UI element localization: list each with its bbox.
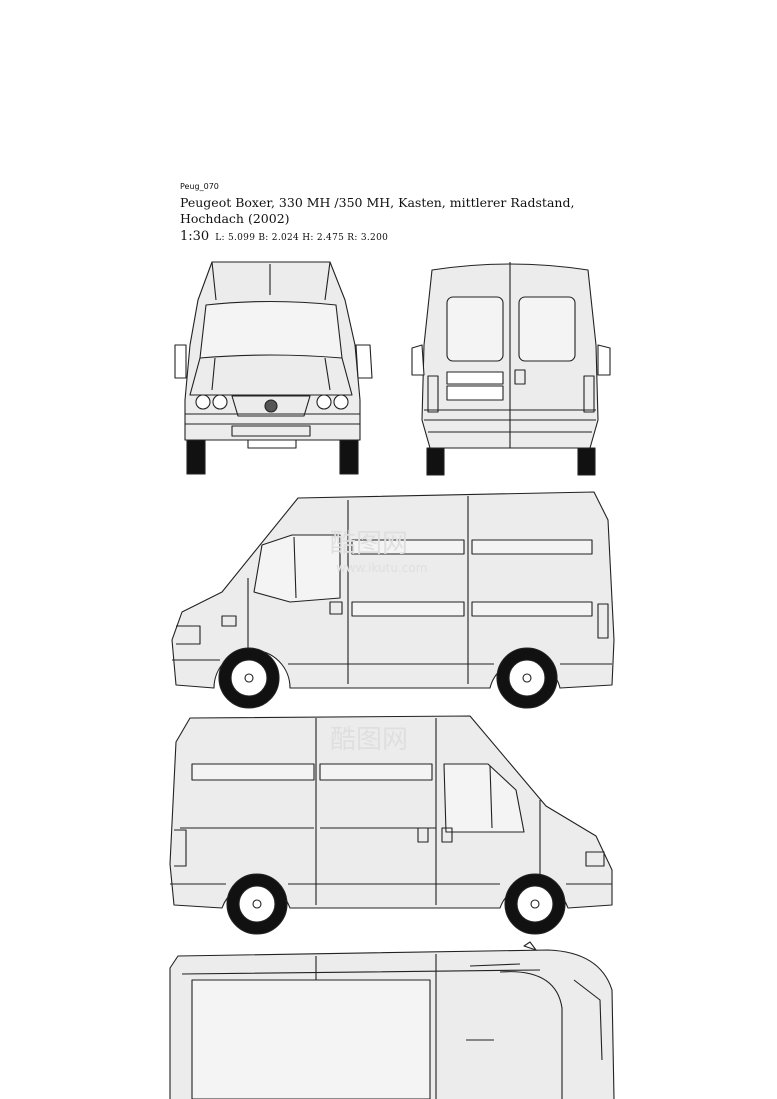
watermark-brand-2: 酷图网 [330,725,408,755]
rear-view [411,262,611,476]
watermark-brand-1: 酷图网 [330,529,408,559]
drawing-header: Peug_070 Peugeot Boxer, 330 MH /350 MH, … [180,182,620,244]
drawing-code: Peug_070 [180,182,219,191]
drawing-title-line1: Peugeot Boxer, 330 MH /350 MH, Kasten, m… [180,195,575,210]
side-view-left [171,491,615,709]
side-view-right [169,715,613,935]
front-view [174,261,373,475]
drawing-title-line2: Hochdach (2002) [180,211,290,226]
scale-row: 1:30 L: 5.099 B: 2.024 H: 2.475 R: 3.200 [180,229,620,244]
drawing-scale: 1:30 [180,229,210,244]
top-view [169,941,615,1099]
watermark: 酷图网 www.ikutu.com 酷图网 [330,529,427,755]
drawing-dimensions: L: 5.099 B: 2.024 H: 2.475 R: 3.200 [215,233,389,243]
watermark-url-1: www.ikutu.com [336,561,427,575]
